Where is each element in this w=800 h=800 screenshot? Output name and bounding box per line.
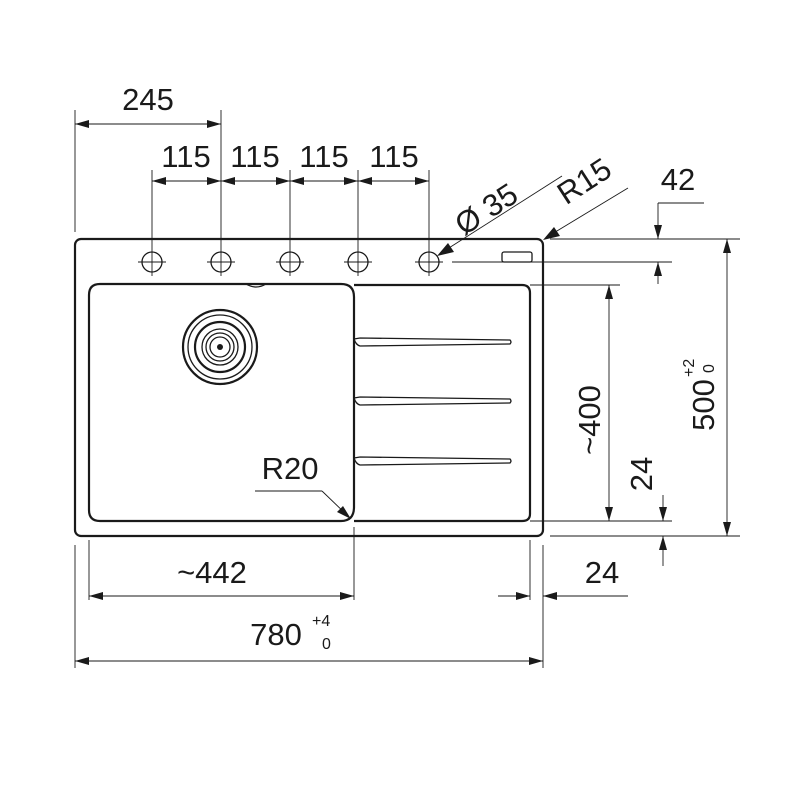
dim-right-gap: 24 [585,555,619,590]
svg-text:780: 780 [250,617,302,652]
dim-total-width: 780 +4 0 [250,613,331,653]
svg-text:+2: +2 [681,359,698,377]
bowl-outline [87,282,356,523]
dim-hole-edge-distance: 42 [661,162,695,197]
dim-hole-spacing-3: 115 [299,139,348,174]
tap-holes [138,248,443,276]
dim-bowl-width: ~442 [177,555,247,590]
sink-outline [73,237,545,538]
svg-text:0: 0 [701,364,718,373]
bowl-overflow-slot [245,283,267,288]
dim-bowl-depth: ~400 [572,385,607,455]
dim-top-offset: 245 [122,82,174,117]
dim-hole-spacing-4: 115 [369,139,418,174]
svg-text:500: 500 [686,379,721,431]
dim-drainer-gap: 24 [624,457,659,491]
dim-bowl-radius: R20 [262,451,319,486]
tap-hole-icon [207,248,235,276]
drainer-ribs [353,337,512,466]
drainer-outline [354,283,532,523]
tap-hole-icon [415,248,443,276]
dim-corner-radius: R15 [551,151,618,211]
tap-hole-icon [276,248,304,276]
tap-hole-icon [344,248,372,276]
drainer-rib [353,456,512,466]
overflow-button [501,251,533,263]
drainer-rib [353,396,512,406]
dim-hole-spacing-2: 115 [230,139,279,174]
dim-hole-spacing-1: 115 [161,139,210,174]
extension-lines [74,110,740,668]
svg-text:0: 0 [322,636,331,653]
dim-total-height: 500 +2 0 [681,359,721,431]
tap-hole-icon [138,248,166,276]
svg-text:+4: +4 [312,613,330,630]
drainer-rib [353,337,512,347]
waste-strainer-icon [181,308,259,386]
dim-hole-diameter: Ø 35 [449,176,524,242]
